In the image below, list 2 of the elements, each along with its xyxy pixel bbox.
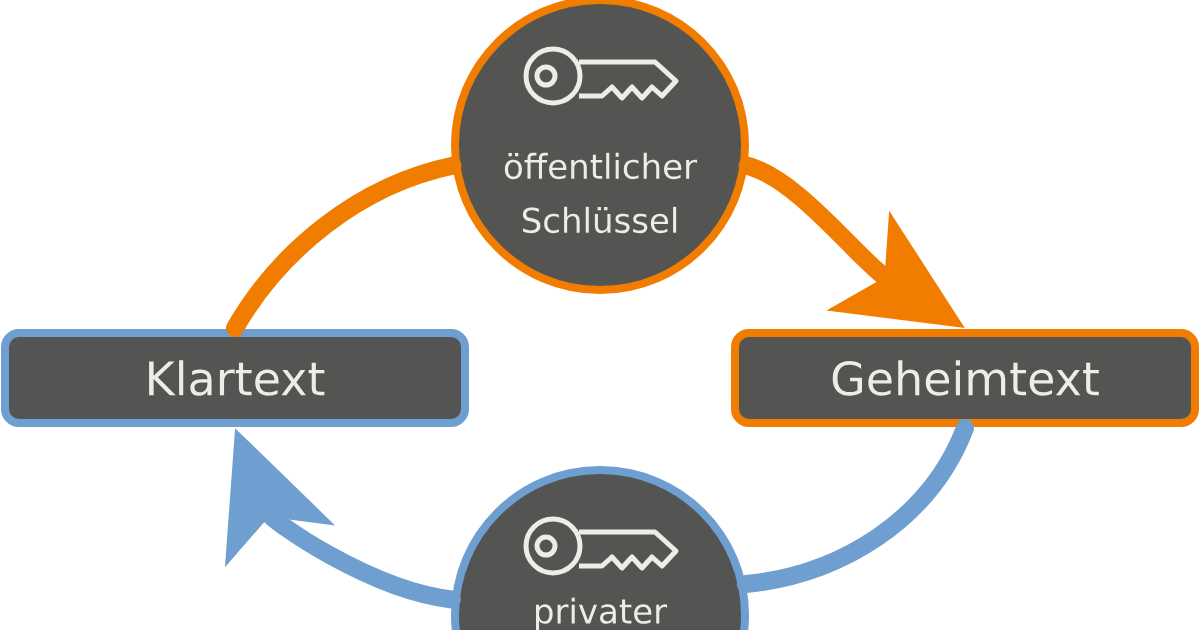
text-box: Geheimtext (731, 329, 1199, 427)
text-box: Klartext (1, 329, 469, 427)
